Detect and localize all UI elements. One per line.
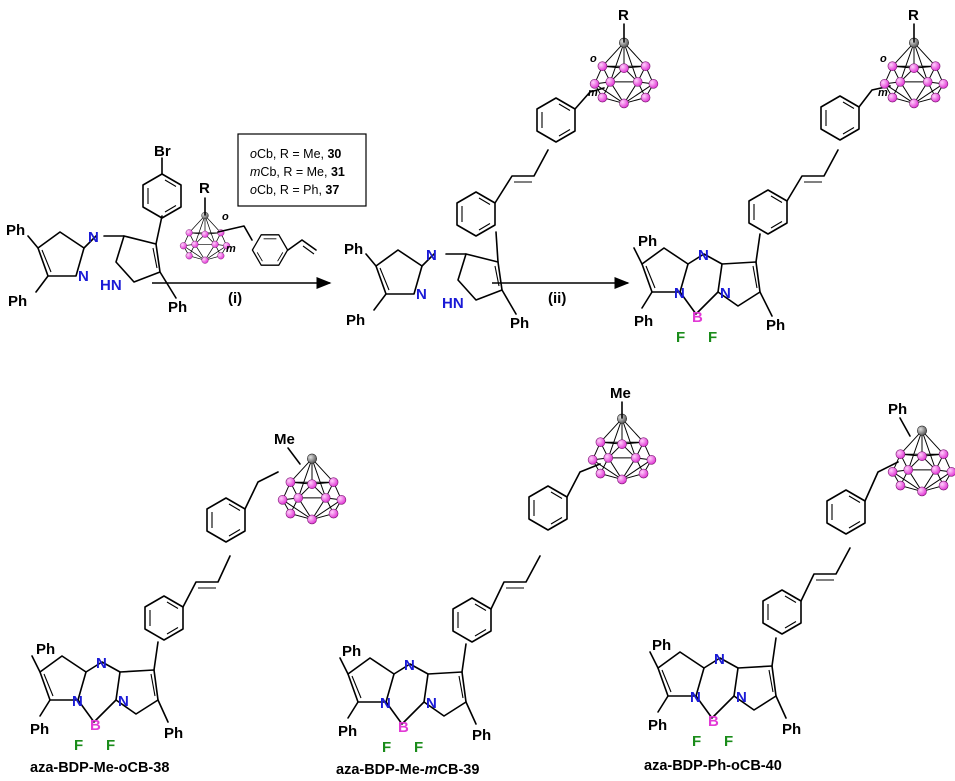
br-label: Br	[154, 143, 171, 160]
r-label: R	[199, 180, 210, 197]
ph-label: Ph	[342, 643, 361, 660]
box-line-2: mCb, R = Me, 31	[250, 165, 345, 179]
n-label: N	[698, 247, 709, 264]
ph-label: Ph	[472, 727, 491, 744]
n-label: N	[426, 247, 437, 264]
ph-label: Ph	[36, 641, 55, 658]
o-label: o	[880, 53, 887, 65]
ph-label: Ph	[652, 637, 671, 654]
ph-label: Ph	[168, 299, 187, 316]
step-2-label: (ii)	[548, 290, 566, 307]
n-label: N	[426, 695, 437, 712]
m-label: m	[588, 87, 598, 99]
b-label: B	[398, 719, 409, 736]
n-label: N	[720, 285, 731, 302]
n-label: N	[736, 689, 747, 706]
f-label: F	[106, 737, 115, 754]
arrow-step-2: (ii)	[492, 277, 630, 307]
ph-label: Ph	[648, 717, 667, 734]
n-label: N	[416, 286, 427, 303]
ph-label: Ph	[510, 315, 529, 332]
ph-label: Ph	[30, 721, 49, 738]
ph-label: Ph	[782, 721, 801, 738]
box-line-1: oCb, R = Me, 30	[250, 147, 341, 161]
box-line-3: oCb, R = Ph, 37	[250, 183, 339, 197]
r-label: R	[908, 7, 919, 24]
hn-label: HN	[100, 277, 122, 294]
r-label: R	[618, 7, 629, 24]
n-label: N	[78, 268, 89, 285]
product-general: Ph Ph N N N B F F Ph R o m	[633, 7, 949, 346]
compound-38-caption: aza-BDP-Me-oCB-38	[30, 760, 169, 776]
step-1-label: (i)	[228, 290, 242, 307]
compound-39: Ph Ph N N N B F F Ph Me aza-BDP-Me-mCB-3…	[336, 385, 657, 778]
b-label: B	[708, 713, 719, 730]
ph-label: Ph	[338, 723, 357, 740]
b-label: B	[692, 309, 703, 326]
compound-40: Ph Ph N N N B F F Ph Ph aza-BDP-Ph-oCB-4…	[644, 401, 955, 774]
f-label: F	[676, 329, 685, 346]
n-label: N	[690, 689, 701, 706]
f-label: F	[414, 739, 423, 756]
o-label: o	[590, 53, 597, 65]
n-label: N	[96, 655, 107, 672]
n-label: N	[88, 229, 99, 246]
n-label: N	[380, 695, 391, 712]
f-label: F	[724, 733, 733, 750]
ph-label: Ph	[638, 233, 657, 250]
o-label: o	[222, 211, 229, 223]
reagent-box: oCb, R = Me, 30 mCb, R = Me, 31 oCb, R =…	[237, 133, 367, 207]
m-label: m	[878, 87, 888, 99]
intermediate: Ph Ph N N HN Ph R o m	[344, 7, 659, 332]
ph-label: Ph	[344, 241, 363, 258]
ph-label: Ph	[8, 293, 27, 310]
n-label: N	[404, 657, 415, 674]
ph-label: Ph	[346, 312, 365, 329]
me-label: Me	[274, 431, 295, 448]
n-label: N	[72, 693, 83, 710]
n-label: N	[714, 651, 725, 668]
compound-38: Ph Ph N N N B F F Ph Me aza-BDP-Me-oCB-3…	[30, 431, 347, 776]
f-label: F	[708, 329, 717, 346]
m-label: m	[226, 243, 236, 255]
hn-label: HN	[442, 295, 464, 312]
n-label: N	[118, 693, 129, 710]
ph-label: Ph	[888, 401, 907, 418]
f-label: F	[74, 737, 83, 754]
f-label: F	[382, 739, 391, 756]
arrow-step-1: (i)	[152, 277, 332, 307]
compound-40-caption: aza-BDP-Ph-oCB-40	[644, 758, 782, 774]
f-label: F	[692, 733, 701, 750]
ph-label: Ph	[634, 313, 653, 330]
ph-label: Ph	[164, 725, 183, 742]
ph-label: Ph	[6, 222, 25, 239]
reagent-structure: R o m	[179, 180, 317, 266]
me-label: Me	[610, 385, 631, 402]
n-label: N	[674, 285, 685, 302]
ph-label: Ph	[766, 317, 785, 334]
starting-material: Ph Ph N N HN Ph Br	[6, 143, 187, 316]
b-label: B	[90, 717, 101, 734]
compound-39-caption: aza-BDP-Me-mCB-39	[336, 762, 479, 778]
